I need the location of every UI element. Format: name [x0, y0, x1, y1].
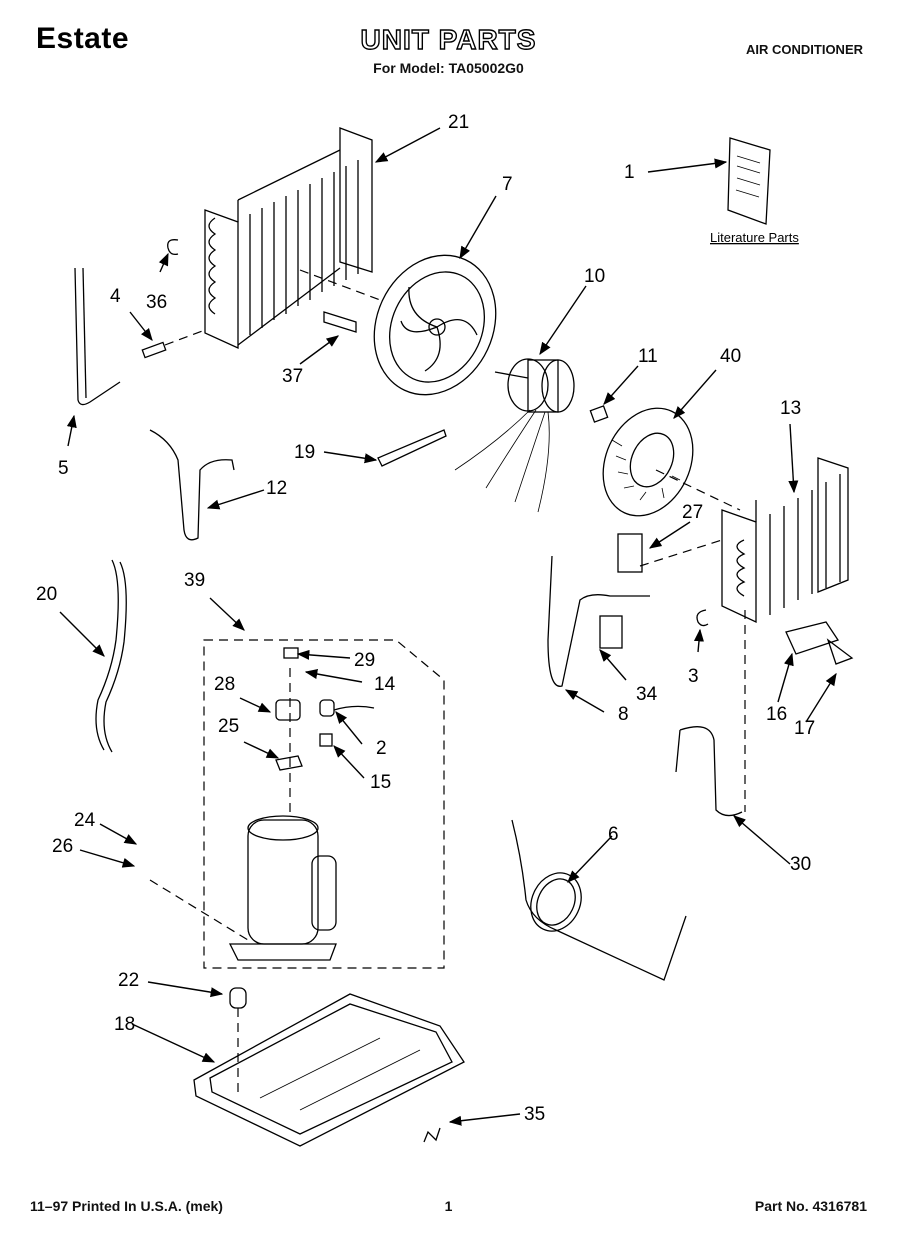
print-info: 11–97 Printed In U.S.A. (mek) — [30, 1198, 223, 1214]
callout-14: 14 — [374, 674, 396, 695]
callout-17: 17 — [794, 718, 815, 739]
callout-1: 1 — [624, 162, 635, 183]
leader-lines — [59, 127, 837, 1126]
callout-36: 36 — [146, 292, 167, 313]
callout-4: 4 — [110, 286, 121, 307]
callout-13: 13 — [780, 398, 801, 419]
callout-6: 6 — [608, 824, 619, 845]
callout-labels: 21 7 1 Literature Parts 10 36 4 11 40 37… — [36, 112, 815, 1125]
callout-34: 34 — [636, 684, 658, 705]
callout-12: 12 — [266, 478, 287, 499]
callout-30: 30 — [790, 854, 811, 875]
callout-21: 21 — [448, 112, 469, 133]
callout-18: 18 — [114, 1014, 135, 1035]
callout-16: 16 — [766, 704, 787, 725]
tubes-and-harness-drawing — [95, 429, 447, 753]
callout-3: 3 — [688, 666, 699, 687]
callout-11: 11 — [638, 346, 658, 367]
callout-15: 15 — [370, 772, 391, 793]
callout-27: 27 — [682, 502, 703, 523]
callout-28: 28 — [214, 674, 235, 695]
callout-5: 5 — [58, 458, 69, 479]
callout-29: 29 — [354, 650, 375, 671]
brand-logo: Estate — [36, 22, 130, 55]
callout-2: 2 — [376, 738, 387, 759]
fan-shroud-drawing — [299, 254, 497, 396]
callout-20: 20 — [36, 584, 57, 605]
evaporator-area-drawing — [547, 457, 854, 817]
condenser-coil-drawing — [204, 127, 373, 350]
small-parts-left-drawing — [74, 239, 206, 406]
literature-parts-label: Literature Parts — [710, 230, 799, 245]
page-title: UNIT PARTS — [360, 23, 537, 55]
callout-25: 25 — [218, 716, 239, 737]
coupler-drawing — [511, 819, 687, 981]
document-type: AIR CONDITIONER — [746, 42, 863, 57]
callout-37: 37 — [282, 366, 303, 387]
callout-39: 39 — [184, 570, 205, 591]
callout-35: 35 — [524, 1104, 545, 1125]
literature-booklet-drawing — [727, 137, 771, 225]
callout-19: 19 — [294, 442, 315, 463]
model-subtitle: For Model: TA05002G0 — [373, 60, 524, 76]
callout-24: 24 — [74, 810, 96, 831]
callout-7: 7 — [502, 174, 513, 195]
base-pan-drawing — [193, 987, 465, 1147]
part-number: Part No. 4316781 — [754, 1198, 867, 1214]
compressor-assembly-drawing — [149, 639, 445, 969]
callout-40: 40 — [720, 346, 741, 367]
motor-and-blower-drawing — [454, 358, 694, 517]
page-number: 1 — [444, 1198, 453, 1214]
callout-10: 10 — [584, 266, 605, 287]
callout-26: 26 — [52, 836, 73, 857]
callout-22: 22 — [118, 970, 139, 991]
callout-8: 8 — [618, 704, 629, 725]
